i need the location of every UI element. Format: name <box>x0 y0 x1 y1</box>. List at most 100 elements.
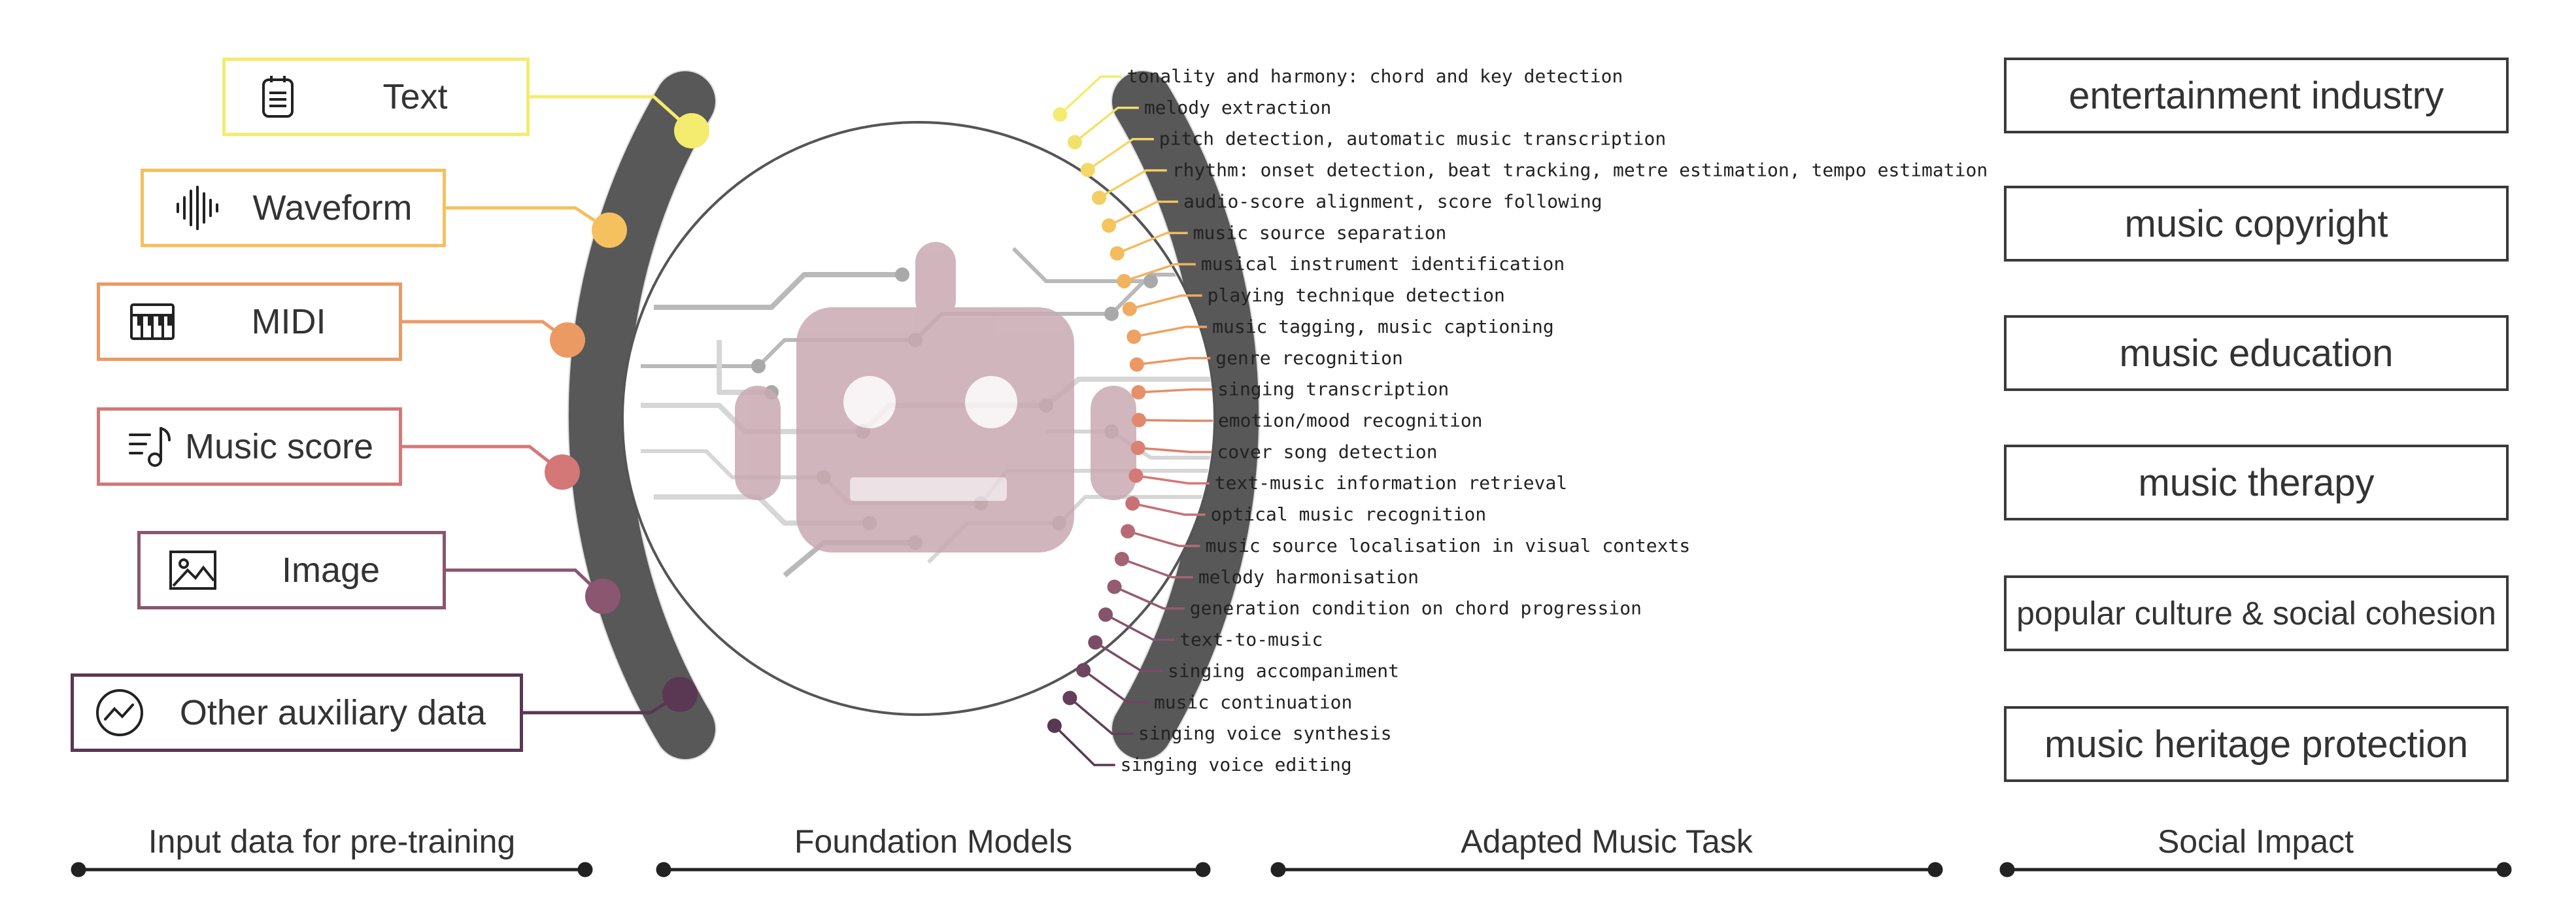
task-dot <box>1125 496 1140 511</box>
task-dot <box>1076 663 1091 677</box>
input-box-midi: MIDI <box>97 282 402 361</box>
task-dot <box>1080 163 1095 177</box>
task-dot <box>1053 107 1068 122</box>
task-leader-line <box>1117 231 1188 255</box>
task-label: music source localisation in visual cont… <box>1205 535 1690 556</box>
task-leader-line <box>1123 263 1196 282</box>
task-label: melody harmonisation <box>1198 566 1419 588</box>
task-leader-line <box>1138 418 1213 422</box>
task-dot <box>1088 635 1103 650</box>
task-dot <box>1131 385 1146 400</box>
task-leader-line <box>1053 724 1115 766</box>
task-label: musical instrument identification <box>1201 253 1565 275</box>
text-document-icon <box>262 76 294 118</box>
input-box-image: Image <box>137 531 446 609</box>
column-title-tasks: Adapted Music Task <box>1461 823 1753 860</box>
task-dot <box>1117 274 1132 288</box>
task-leader-line <box>1138 447 1212 454</box>
task-leader-line <box>1087 137 1154 171</box>
task-label: optical music recognition <box>1211 503 1486 525</box>
task-leader-line <box>1094 641 1162 673</box>
task-leader-line <box>1138 388 1213 394</box>
impact-box: popular culture & social cohesion <box>2004 575 2509 651</box>
task-label: genre recognition <box>1215 347 1403 369</box>
task-label: singing voice editing <box>1121 754 1352 775</box>
input-dot <box>592 212 627 248</box>
task-leader-lines <box>1053 75 1213 766</box>
task-dot <box>1114 552 1129 566</box>
task-leader-line <box>1098 169 1167 199</box>
task-dot <box>1098 607 1113 622</box>
task-leader-line <box>1083 669 1149 704</box>
task-dot <box>1047 719 1062 733</box>
task-label: emotion/mood recognition <box>1218 410 1483 432</box>
task-label: playing technique detection <box>1208 284 1505 306</box>
midi-keyboard-icon <box>130 303 175 340</box>
task-dot <box>1062 690 1077 706</box>
task-label: text-music information retrieval <box>1215 472 1567 494</box>
impact-box: music heritage protection <box>2004 706 2509 782</box>
task-dot <box>1129 357 1144 372</box>
input-box-music-score: Music score <box>97 407 402 486</box>
task-leader-line <box>1136 474 1210 484</box>
task-dot <box>1121 524 1136 539</box>
task-dot <box>1131 413 1146 428</box>
task-leader-line <box>1133 326 1208 338</box>
column-title-input: Input data for pre-training <box>148 823 516 860</box>
music-score-icon <box>129 427 171 467</box>
waveform-icon <box>177 186 218 230</box>
input-box-text: Text <box>222 58 530 136</box>
input-dot <box>662 677 698 712</box>
input-dot <box>674 113 709 148</box>
input-dot <box>585 579 620 614</box>
task-dot <box>1130 441 1145 455</box>
column-axes <box>71 862 2512 877</box>
task-leader-line <box>1121 558 1193 579</box>
task-leader-line <box>1059 75 1122 116</box>
task-label: music tagging, music captioning <box>1212 316 1554 337</box>
input-box-other-auxiliary: Other auxiliary data <box>71 673 523 752</box>
input-label: MIDI <box>251 302 326 341</box>
auxiliary-data-icon <box>96 689 143 736</box>
task-leader-line <box>1105 613 1175 641</box>
task-dot <box>1092 190 1107 205</box>
task-arc-band <box>1112 71 1259 759</box>
task-leader-line <box>1132 502 1206 516</box>
input-label: Waveform <box>252 188 413 228</box>
task-dot <box>1102 218 1117 233</box>
task-label: audio-score alignment, score following <box>1183 190 1602 212</box>
task-label: music continuation <box>1154 691 1352 713</box>
task-label: singing transcription <box>1217 379 1449 400</box>
task-leader-line <box>1136 357 1211 366</box>
impact-box: music copyright <box>2004 186 2509 262</box>
task-label: text-to-music <box>1179 629 1323 651</box>
impact-box: entertainment industry <box>2004 58 2509 133</box>
task-label: melody extraction <box>1144 97 1332 118</box>
task-dot <box>1127 330 1142 344</box>
task-label: rhythm: onset detection, beat tracking, … <box>1172 160 1988 181</box>
task-dots <box>1047 107 1146 733</box>
task-label: music source separation <box>1193 222 1447 243</box>
input-dots <box>545 113 709 712</box>
impact-box: music education <box>2004 315 2509 391</box>
task-dot <box>1107 579 1122 594</box>
task-leader-line <box>1069 697 1133 735</box>
input-arc-band <box>568 71 715 759</box>
task-label: pitch detection, automatic music transcr… <box>1159 128 1666 150</box>
task-leader-line <box>1129 294 1202 311</box>
task-dot <box>1110 246 1125 261</box>
task-leader-line <box>1127 530 1200 547</box>
task-dot <box>1067 135 1082 150</box>
column-title-impact: Social Impact <box>2157 823 2354 860</box>
task-label: singing accompaniment <box>1168 660 1399 681</box>
impact-box: music therapy <box>2004 445 2509 520</box>
input-box-waveform: Waveform <box>141 169 446 247</box>
task-dot <box>1128 468 1144 483</box>
task-label: cover song detection <box>1217 441 1437 462</box>
input-label: Other auxiliary data <box>179 693 486 732</box>
task-leader-line <box>1113 585 1185 610</box>
column-title-foundation: Foundation Models <box>794 823 1073 860</box>
task-labels: tonality and harmony: chord and key dete… <box>1121 65 1988 775</box>
image-icon <box>169 551 216 590</box>
